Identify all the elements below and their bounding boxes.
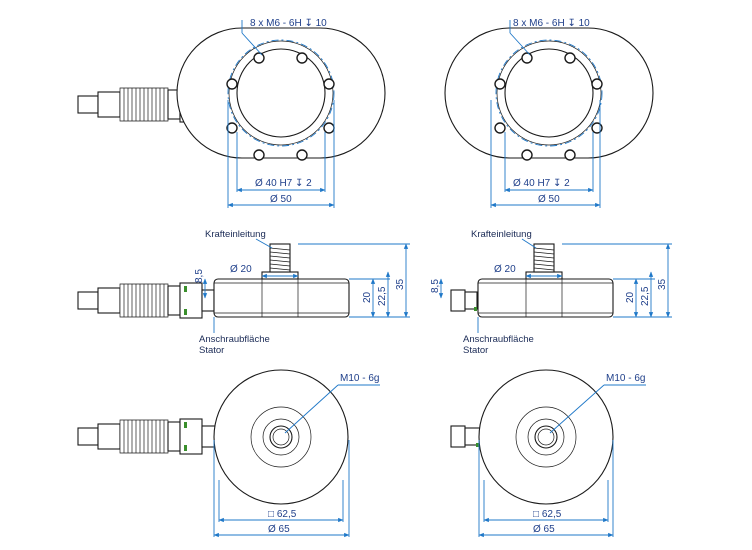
outer-label: Ø 50 [538, 194, 560, 205]
top-left-view: 8 x M6 - 6H ↧ 10 Ø 40 H7 ↧ 2 Ø 50 [77, 18, 386, 208]
stator-label-line2: Stator [199, 345, 224, 356]
mounting-holes [494, 52, 603, 161]
holes-label: 8 x M6 - 6H ↧ 10 [513, 18, 590, 29]
h225-label: 22,5 [640, 286, 651, 306]
h225-label: 22,5 [377, 286, 388, 306]
threaded-stud [533, 243, 555, 273]
h20-label: 20 [625, 291, 636, 303]
d65-label: Ø 65 [268, 524, 290, 535]
bot-right-view: M10 - 6g □ 62,5 Ø 65 [450, 369, 646, 538]
plug-connector [450, 425, 482, 448]
thread-leader [284, 384, 339, 434]
holes-label: 8 x M6 - 6H ↧ 10 [250, 18, 327, 29]
thread-leader [549, 384, 605, 434]
h35-label: 35 [395, 278, 406, 290]
top-right-view: 8 x M6 - 6H ↧ 10 Ø 40 H7 ↧ 2 Ø 50 [444, 18, 654, 208]
flange-inner-ring [228, 40, 334, 146]
threaded-stud [269, 243, 291, 273]
mid-left-view: Krafteinleitung Ø 20 8,5 20 22,5 35 Ansc… [77, 229, 410, 356]
disc-ring-outer [515, 406, 577, 468]
disc-ring-mid [262, 418, 300, 456]
holes-leader [241, 32, 263, 56]
load-button [525, 271, 563, 280]
bot-left-view: M10 - 6g □ 62,5 Ø 65 [77, 369, 380, 538]
sensor-body [213, 278, 350, 318]
force-input-label: Krafteinleitung [205, 229, 266, 240]
disc-ring-mid [527, 418, 565, 456]
h85-label: 8,5 [194, 269, 205, 283]
thread-label: M10 - 6g [340, 373, 379, 384]
center-bore [236, 48, 326, 138]
h85-label: 8,5 [430, 279, 441, 293]
thread-label: M10 - 6g [606, 373, 645, 384]
cable-assembly [77, 418, 217, 455]
bolt-circle [227, 39, 335, 147]
d65-label: Ø 65 [533, 524, 555, 535]
d20-label: Ø 20 [230, 264, 252, 275]
bore-label: Ø 40 H7 ↧ 2 [513, 178, 570, 189]
bolt-circle [495, 39, 603, 147]
sensor-body [477, 278, 614, 318]
center-bore [504, 48, 594, 138]
load-button [261, 271, 299, 280]
square-label: □ 62,5 [533, 509, 562, 520]
stator-label-line1: Anschraubfläche [199, 334, 270, 345]
h35-label: 35 [657, 278, 668, 290]
flange-inner-ring [496, 40, 602, 146]
square-label: □ 62,5 [268, 509, 297, 520]
d20-label: Ø 20 [494, 264, 516, 275]
stator-label-line2: Stator [463, 345, 488, 356]
plug-connector [450, 289, 478, 312]
disc-ring-outer [250, 406, 312, 468]
h20-label: 20 [362, 291, 373, 303]
outer-label: Ø 50 [270, 194, 292, 205]
stator-label-line1: Anschraubfläche [463, 334, 534, 345]
cable-assembly [77, 282, 215, 319]
mounting-holes [226, 52, 335, 161]
mid-right-view: Krafteinleitung Ø 20 8,5 20 22,5 35 Ansc… [430, 229, 672, 356]
bore-label: Ø 40 H7 ↧ 2 [255, 178, 312, 189]
force-input-label: Krafteinleitung [471, 229, 532, 240]
